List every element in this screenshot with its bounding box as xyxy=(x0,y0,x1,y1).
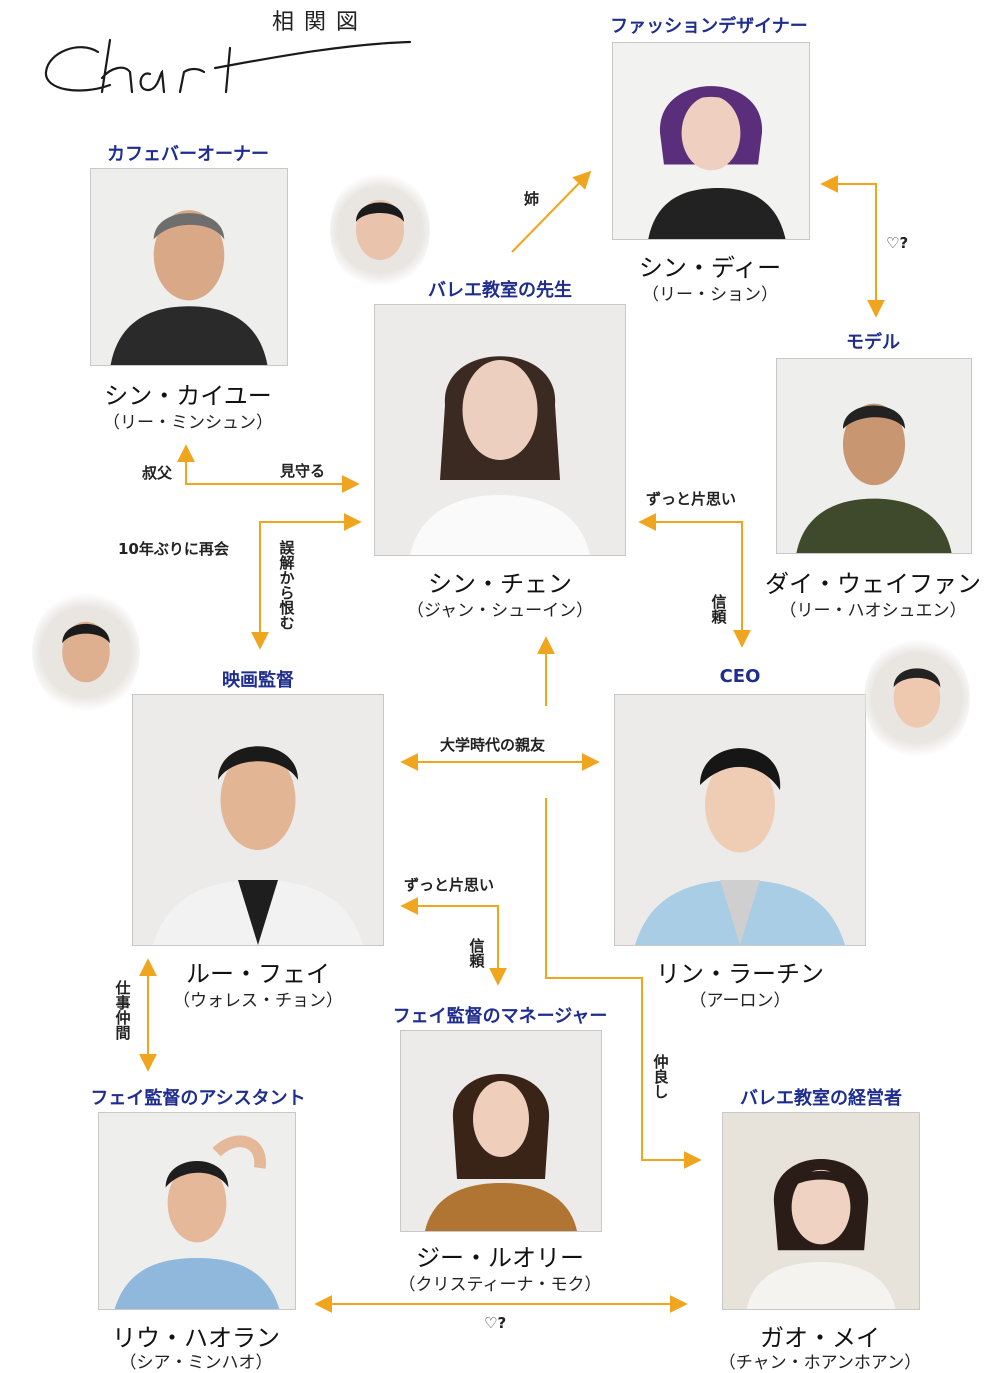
name-di: シン・ディー xyxy=(638,254,782,282)
name-gao: ガオ・メイ xyxy=(760,1324,880,1352)
line-di-dai xyxy=(820,175,885,318)
line-close-friends xyxy=(545,798,702,1169)
portrait-liu xyxy=(98,1112,296,1310)
role-lin: CEO xyxy=(719,666,761,687)
rel-sister: 姉 xyxy=(524,190,540,208)
portrait-kaiyu xyxy=(90,168,288,366)
line-uncle xyxy=(177,444,360,493)
vignette-young-lin xyxy=(864,636,970,760)
chart-subtitle: 相関図 xyxy=(271,10,368,35)
actor-liu: （シア・ミンハオ） xyxy=(119,1353,273,1373)
role-fei: 映画監督 xyxy=(222,670,294,691)
line-chen-lin xyxy=(638,513,751,648)
vignette-young-chen xyxy=(330,170,430,290)
actor-gao: （チャン・ホアンホアン） xyxy=(718,1353,922,1373)
portrait-gao xyxy=(722,1112,920,1310)
vignette-young-fei xyxy=(32,590,140,714)
line-reunion xyxy=(251,513,362,650)
actor-ji: （クリスティーナ・モク） xyxy=(398,1275,602,1295)
rel-college-friends: 大学時代の親友 xyxy=(440,736,546,754)
rel-crush-chen: ずっと片思い xyxy=(646,490,737,508)
portrait-chen xyxy=(374,304,626,556)
actor-di: （リー・ション） xyxy=(642,285,778,305)
portrait-dai xyxy=(776,358,972,554)
rel-trust-lin: 信頼 xyxy=(709,594,728,624)
role-chen: バレエ教室の先生 xyxy=(428,280,572,301)
name-lin: リン・ラーチン xyxy=(656,960,824,988)
actor-kaiyu: （リー・ミンシュン） xyxy=(103,413,273,433)
actor-lin: （アーロン） xyxy=(689,991,791,1011)
role-kaiyu: カフェバーオーナー xyxy=(107,144,269,165)
rel-crush-fei: ずっと片思い xyxy=(404,876,495,894)
name-liu: リウ・ハオラン xyxy=(112,1324,280,1352)
role-gao: バレエ教室の経営者 xyxy=(740,1088,902,1109)
portrait-lin xyxy=(614,694,866,946)
line-fei-ji xyxy=(400,897,507,986)
rel-heart-di-dai: ♡? xyxy=(886,234,909,252)
rel-trust-ji: 信頼 xyxy=(467,938,486,968)
name-fei: ルー・フェイ xyxy=(186,960,330,988)
rel-watch-over: 見守る xyxy=(280,462,326,480)
portrait-ji xyxy=(400,1030,602,1232)
line-sister xyxy=(511,170,592,253)
actor-chen: （ジャン・シューイン） xyxy=(406,601,594,621)
name-kaiyu: シン・カイユー xyxy=(104,382,272,410)
rel-uncle: 叔父 xyxy=(142,464,173,482)
rel-reunion: 10年ぶりに再会 xyxy=(118,540,229,558)
rel-coworkers: 仕事仲間 xyxy=(113,980,132,1040)
chart-script-title-logo xyxy=(44,38,412,94)
name-ji: ジー・ルオリー xyxy=(416,1244,584,1272)
actor-fei: （ウォレス・チョン） xyxy=(173,991,343,1011)
role-dai: モデル xyxy=(846,332,900,353)
portrait-di xyxy=(612,42,810,240)
role-ji: フェイ監督のマネージャー xyxy=(392,1006,608,1027)
rel-grudge: 誤解から恨む xyxy=(277,540,296,630)
name-dai: ダイ・ウェイファン xyxy=(765,570,981,598)
actor-dai: （リー・ハオシュエン） xyxy=(779,601,967,621)
rel-close-friends: 仲良し xyxy=(651,1054,670,1099)
portrait-fei xyxy=(132,694,384,946)
rel-heart-liu-gao: ♡? xyxy=(484,1314,507,1332)
role-di: ファッションデザイナー xyxy=(610,16,808,37)
role-liu: フェイ監督のアシスタント xyxy=(90,1088,306,1109)
name-chen: シン・チェン xyxy=(428,570,572,598)
